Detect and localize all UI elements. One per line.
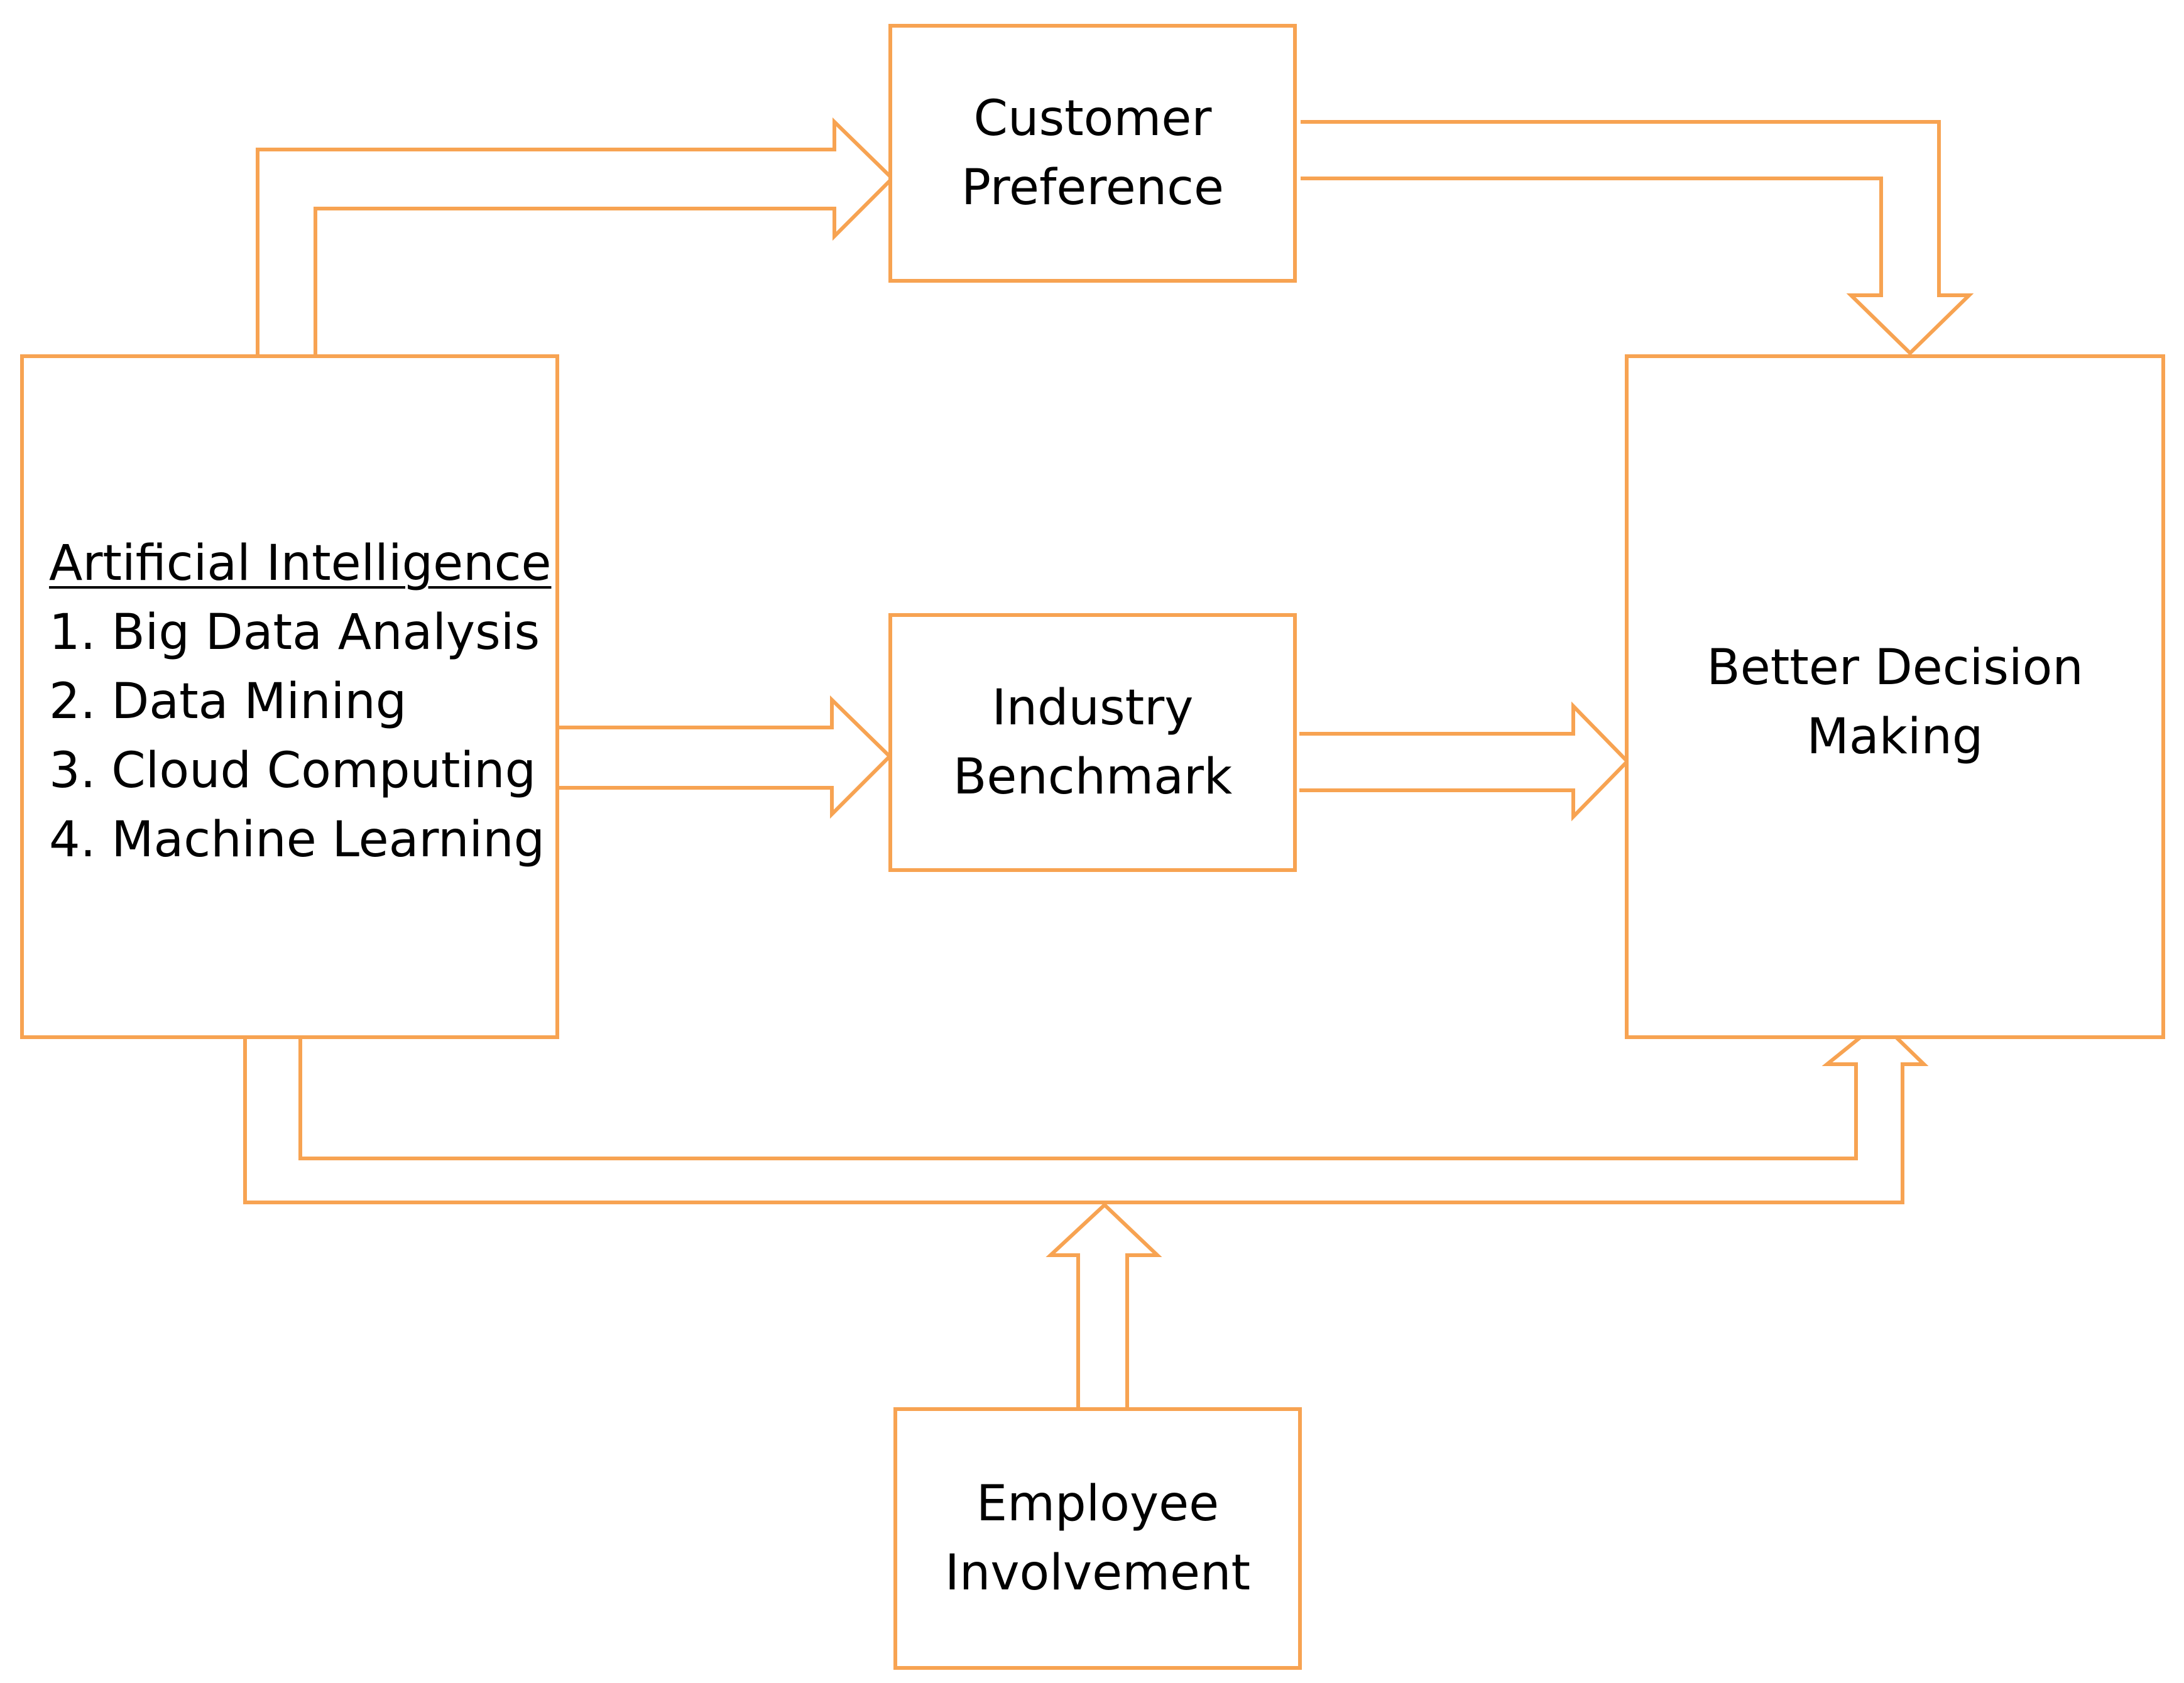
ai-item-cloud-computing: 3. Cloud Computing <box>49 743 537 799</box>
customer-preference-box: Customer Preference <box>888 24 1297 283</box>
arrow-customer-to-decision <box>1301 120 1974 356</box>
ai-box-title: Artificial Intelligence <box>49 535 552 592</box>
better-decision-line-2: Making <box>1806 709 1984 765</box>
ai-item-data-mining: 2. Data Mining <box>49 673 407 730</box>
employee-involvement-line-2: Involvement <box>944 1545 1251 1601</box>
industry-benchmark-box: Industry Benchmark <box>888 613 1297 872</box>
employee-involvement-box: Employee Involvement <box>893 1407 1302 1670</box>
ai-item-big-data: 1. Big Data Analysis <box>49 604 540 661</box>
better-decision-making-box: Better Decision Making <box>1625 354 2165 1039</box>
industry-benchmark-line-2: Benchmark <box>953 749 1233 805</box>
arrow-ai-to-customer <box>256 117 895 354</box>
customer-preference-line-2: Preference <box>961 160 1225 216</box>
arrow-ai-to-decision <box>243 1018 1929 1204</box>
customer-preference-line-1: Customer <box>973 90 1212 147</box>
ai-item-machine-learning: 4. Machine Learning <box>49 812 545 868</box>
employee-involvement-line-1: Employee <box>976 1476 1220 1532</box>
artificial-intelligence-box: Artificial Intelligence 1. Big Data Anal… <box>20 354 559 1039</box>
arrow-ai-to-industry <box>559 695 893 819</box>
industry-benchmark-line-1: Industry <box>991 680 1194 736</box>
arrow-industry-to-decision <box>1299 701 1630 822</box>
better-decision-line-1: Better Decision <box>1706 640 2083 696</box>
arrow-employee-to-loop <box>1046 1202 1162 1407</box>
